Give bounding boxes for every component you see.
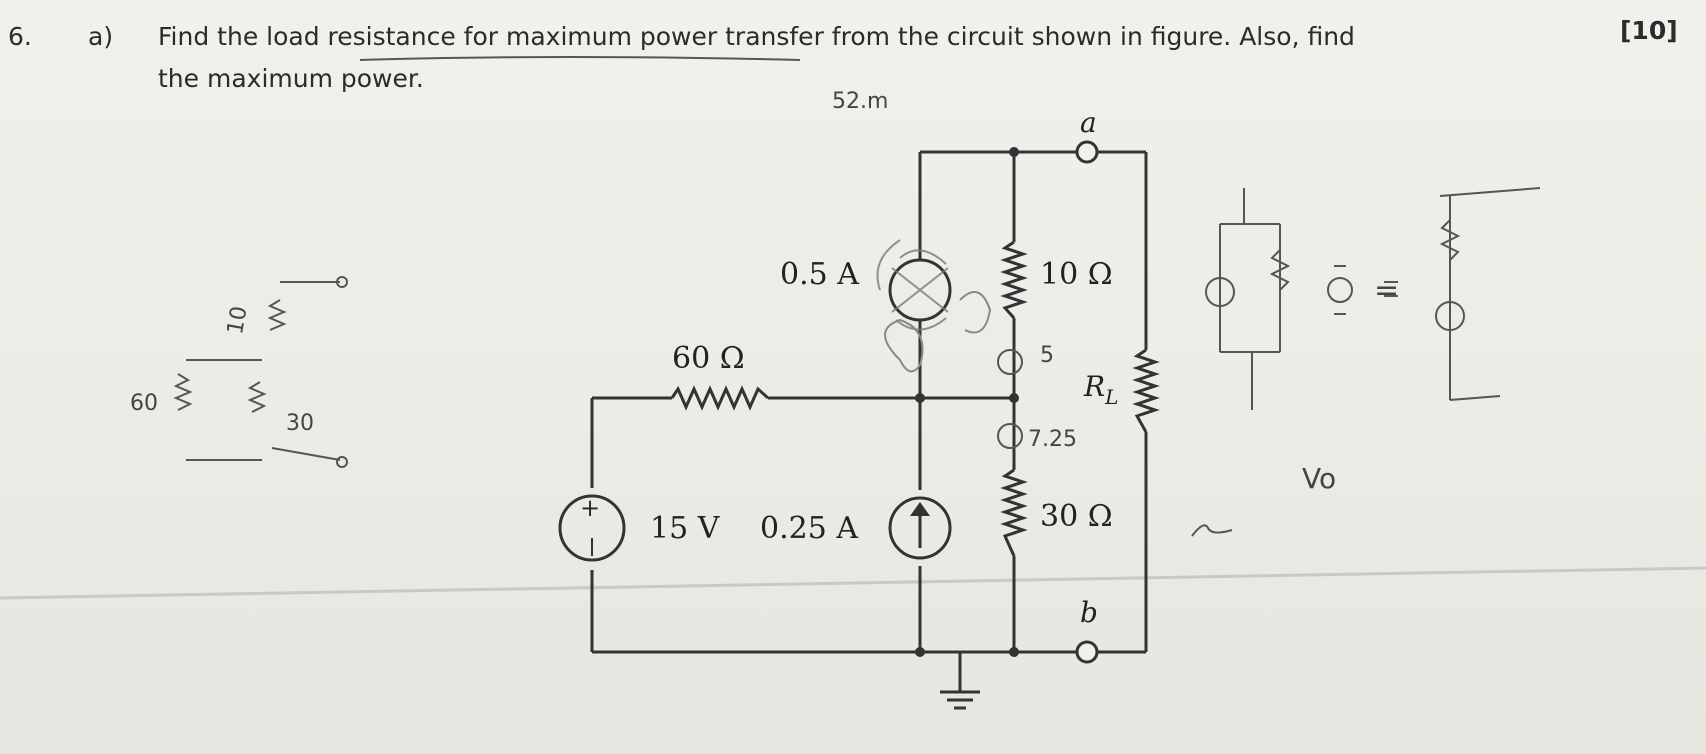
resistor-60-ohm [670, 385, 770, 411]
handwritten-60: 60 [130, 391, 158, 416]
handwritten-equals: = [1374, 273, 1399, 308]
handwritten-node-5: 5 [1040, 343, 1054, 368]
label-resistor-30: 30 Ω [1040, 499, 1113, 534]
label-terminal-b: b [1080, 596, 1098, 629]
handwritten-top-note: 52.m [832, 89, 888, 114]
handwritten-30: 30 [286, 411, 314, 436]
label-resistor-10: 10 Ω [1040, 257, 1113, 292]
terminal-b-node [1075, 640, 1099, 664]
node-marker-725 [997, 423, 1023, 449]
label-resistor-60: 60 Ω [672, 341, 745, 376]
resistor-10-ohm [1000, 240, 1028, 320]
question-text-line2: the maximum power. [158, 64, 424, 93]
arrow-up-icon [910, 502, 930, 516]
voltage-source-15v [558, 494, 626, 562]
scribble-loop [884, 291, 992, 373]
question-part: a) [88, 22, 114, 51]
question-number: 6. [8, 22, 32, 51]
paper-fold-line [0, 566, 1706, 600]
label-load-resistor: RL [1083, 370, 1118, 409]
resistor-load [1132, 348, 1160, 433]
resistor-30-ohm [1000, 468, 1028, 557]
node-marker-5 [997, 349, 1023, 375]
handwritten-node-725: 7.25 [1028, 427, 1077, 452]
label-current-source-bottom: 0.25 A [760, 511, 858, 546]
voltage-plus-sign: + [580, 494, 600, 522]
question-marks: [10] [1620, 16, 1678, 45]
scribble-top-source [876, 239, 949, 331]
underline-mark [359, 56, 801, 61]
left-sketch [173, 276, 348, 468]
handwritten-squiggle [1191, 524, 1233, 537]
label-terminal-a: a [1080, 106, 1097, 139]
question-text-line1: Find the load resistance for maximum pow… [158, 22, 1355, 51]
current-source-0.5a [888, 258, 952, 322]
terminal-a-node [1075, 140, 1099, 164]
label-current-source-top: 0.5 A [780, 257, 859, 292]
circuit-nodes [915, 147, 1019, 657]
circuit-wires [590, 150, 1148, 710]
right-sketch [1205, 187, 1541, 410]
handwritten-10: 10 [223, 304, 252, 336]
current-source-0.25a [888, 496, 952, 560]
label-voltage-15v: 15 V [650, 511, 721, 546]
handwritten-v0: Vo [1302, 462, 1336, 495]
